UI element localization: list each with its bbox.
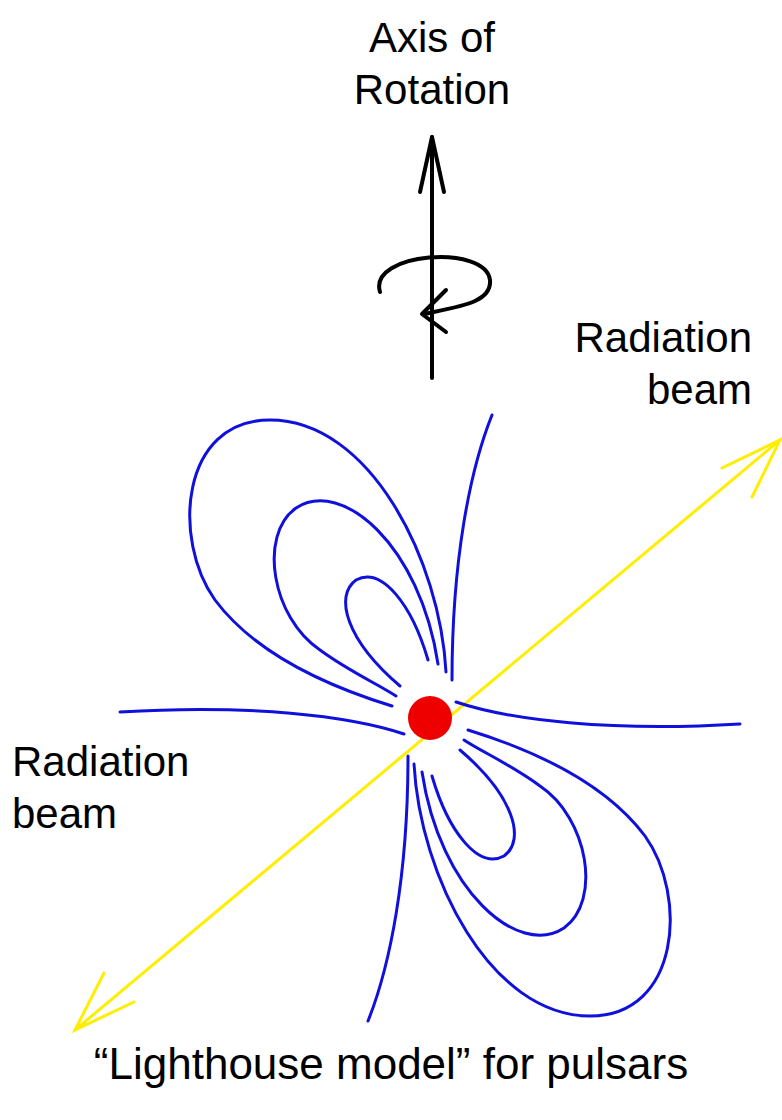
caption: “Lighthouse model” for pulsars — [0, 1036, 782, 1092]
beam-label: Radiation beam — [512, 312, 752, 416]
neutron-star — [408, 696, 452, 740]
axis-label: Axis of Rotation — [317, 12, 547, 116]
rotation-axis — [379, 137, 490, 378]
beam-label: Radiation beam — [12, 736, 252, 840]
radiation-beam — [75, 440, 780, 1030]
magnetic-field-lines — [120, 415, 740, 1021]
